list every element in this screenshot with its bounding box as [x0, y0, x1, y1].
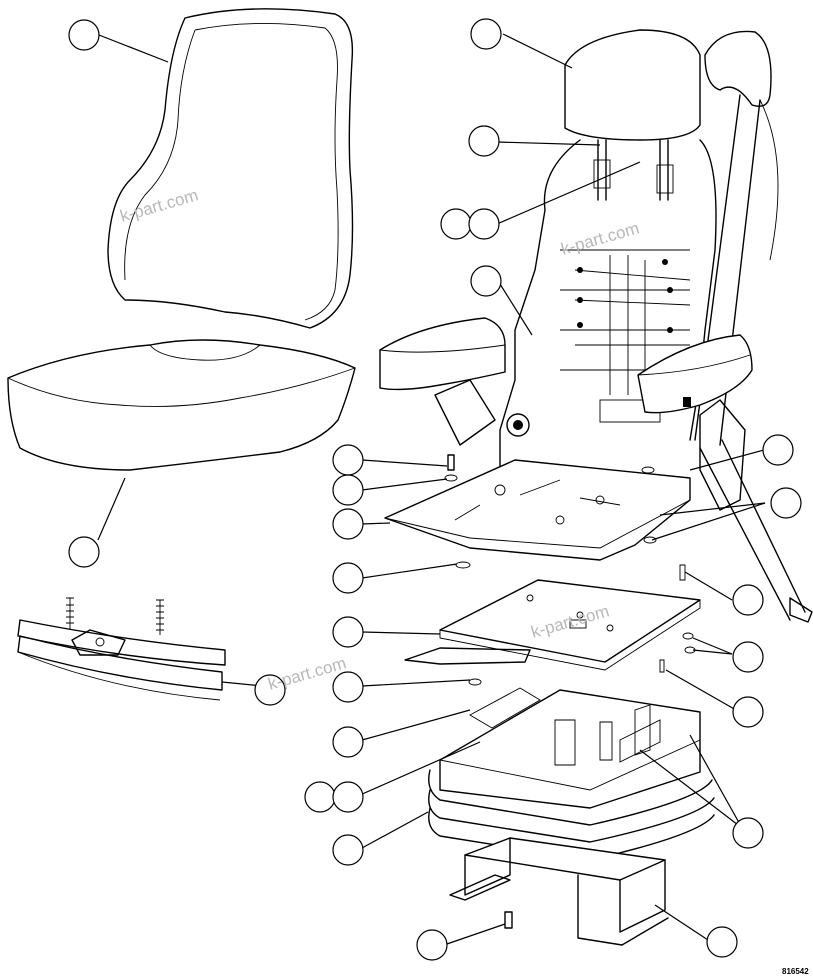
- seat-spring-frame: [17, 597, 226, 701]
- callout-balloon[interactable]: [706, 926, 738, 958]
- callout-balloon[interactable]: [416, 929, 448, 961]
- callout-balloon[interactable]: [332, 671, 364, 703]
- callout-balloon[interactable]: [732, 641, 764, 673]
- seat-back-frame: [499, 139, 717, 471]
- callout-balloon[interactable]: [468, 125, 500, 157]
- callout-balloon[interactable]: [332, 781, 364, 813]
- callout-balloon[interactable]: [254, 674, 286, 706]
- callout-balloon[interactable]: [332, 562, 364, 594]
- callout-balloon[interactable]: [332, 474, 364, 506]
- watermark-text: k-part.com: [118, 185, 200, 225]
- callout-balloon[interactable]: [332, 726, 364, 758]
- callout-balloon[interactable]: [440, 208, 472, 240]
- callout-balloon[interactable]: [470, 18, 502, 50]
- seat-belt: [694, 30, 813, 623]
- seat-cushion-cover: [7, 339, 356, 471]
- callout-balloons: [68, 18, 802, 961]
- callout-balloon[interactable]: [732, 696, 764, 728]
- callout-balloon[interactable]: [68, 19, 100, 51]
- backrest-cover: [107, 8, 354, 329]
- armrest-right: [637, 334, 753, 511]
- leader-lines: [97, 33, 766, 946]
- callout-balloon[interactable]: [332, 508, 364, 540]
- callout-balloon[interactable]: [770, 487, 802, 519]
- seat-pan: [384, 454, 691, 561]
- headrest: [564, 29, 701, 201]
- callout-balloon[interactable]: [68, 536, 100, 568]
- callout-balloon[interactable]: [468, 208, 500, 240]
- callout-balloon[interactable]: [732, 584, 764, 616]
- callout-balloon[interactable]: [332, 444, 364, 476]
- drawing-number: 816542: [782, 967, 809, 976]
- suspension-unit: [428, 678, 715, 861]
- callout-balloon[interactable]: [732, 817, 764, 849]
- adapter-plate: [404, 561, 701, 673]
- watermark-text: k-part.com: [559, 218, 641, 258]
- callout-balloon[interactable]: [332, 834, 364, 866]
- armrest-left: [379, 317, 530, 446]
- callout-balloon[interactable]: [470, 265, 502, 297]
- callout-balloon[interactable]: [304, 781, 336, 813]
- callout-balloon[interactable]: [762, 434, 794, 466]
- base-riser: [449, 837, 669, 946]
- callout-balloon[interactable]: [332, 616, 364, 648]
